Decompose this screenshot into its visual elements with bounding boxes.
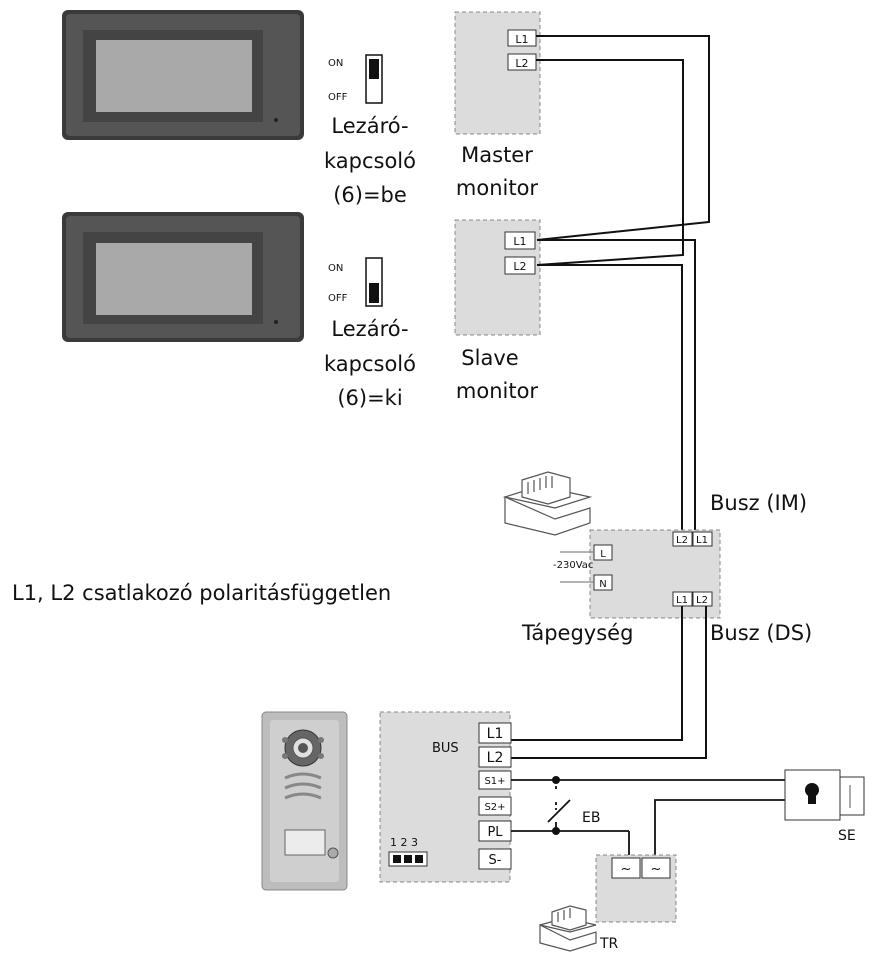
svg-text:Lezáró-: Lezáró- [331, 317, 408, 341]
svg-text:S1+: S1+ [484, 776, 505, 787]
svg-text:PL: PL [487, 825, 503, 840]
svg-text:S2+: S2+ [484, 802, 505, 813]
svg-text:ON: ON [328, 58, 343, 69]
door-station-terminal-box: BUS L1 L2 S1+ S2+ PL S- 1 2 3 [379, 711, 512, 883]
svg-text:L: L [600, 549, 606, 560]
svg-text:Lezáró-: Lezáró- [331, 114, 408, 138]
svg-text:OFF: OFF [328, 293, 348, 304]
svg-text:L1: L1 [513, 235, 526, 248]
svg-text:kapcsoló: kapcsoló [324, 352, 416, 376]
master-terminal-box: L1 L2 [454, 11, 541, 135]
svg-text:L2: L2 [696, 595, 708, 606]
power-unit-icon [502, 471, 593, 536]
junction-dot-s1 [552, 776, 560, 784]
power-unit-box: L2 L1 L1 L2 L N [589, 529, 721, 619]
master-dip-switch: ON OFF [328, 54, 383, 104]
svg-text:1 2 3: 1 2 3 [390, 836, 418, 849]
mains-wiring [560, 551, 594, 583]
mains-label: -230Vac [553, 560, 593, 571]
slave-terminal-box: L1 L2 [454, 219, 541, 336]
svg-text:Slave: Slave [461, 346, 518, 370]
svg-text:S-: S- [489, 853, 502, 868]
svg-text:kapcsoló: kapcsoló [324, 149, 416, 173]
electric-lock-icon [784, 769, 865, 821]
svg-text:L2: L2 [676, 535, 688, 546]
svg-text:monitor: monitor [456, 176, 539, 200]
svg-text:L2: L2 [487, 750, 504, 766]
tr-label: TR [599, 936, 619, 952]
eb-label: EB [582, 810, 600, 826]
svg-text:(6)=ki: (6)=ki [337, 386, 402, 410]
se-label: SE [838, 828, 856, 844]
transformer-box: ~ ~ [595, 854, 677, 923]
svg-text:~: ~ [621, 862, 632, 877]
svg-text:L1: L1 [676, 595, 688, 606]
svg-text:(6)=be: (6)=be [333, 183, 407, 207]
svg-text:BUS: BUS [432, 741, 459, 756]
lock-wiring [511, 779, 785, 858]
slave-monitor-device [62, 212, 304, 342]
transformer-icon [539, 905, 597, 952]
svg-text:L1: L1 [696, 535, 708, 546]
slave-switch-caption: Lezáró- kapcsoló (6)=ki [324, 317, 416, 410]
power-unit-caption: Tápegység [521, 621, 633, 645]
svg-text:N: N [599, 579, 606, 590]
door-panel-device [261, 711, 348, 891]
svg-text:L2: L2 [513, 260, 526, 273]
svg-text:~: ~ [651, 862, 662, 877]
slave-dip-switch: ON OFF [328, 257, 383, 307]
svg-text:L1: L1 [515, 33, 528, 46]
svg-text:L2: L2 [515, 57, 528, 70]
svg-text:Master: Master [461, 143, 533, 167]
svg-text:L1: L1 [487, 726, 504, 742]
svg-text:monitor: monitor [456, 379, 539, 403]
svg-text:ON: ON [328, 263, 343, 274]
svg-text:OFF: OFF [328, 92, 348, 103]
junction-dot-pl [552, 827, 560, 835]
bus-im-label: Busz (IM) [710, 491, 807, 515]
bus-ds-label: Busz (DS) [710, 621, 812, 645]
master-switch-caption: Lezáró- kapcsoló (6)=be [324, 114, 416, 207]
note-polarity: L1, L2 csatlakozó polaritásfüggetlen [12, 581, 391, 605]
master-monitor-device [62, 10, 304, 140]
bus-wiring-ds [511, 606, 707, 759]
master-box-caption: Master monitor [456, 143, 539, 200]
slave-box-caption: Slave monitor [456, 346, 539, 403]
bus-wiring-im [536, 35, 710, 532]
